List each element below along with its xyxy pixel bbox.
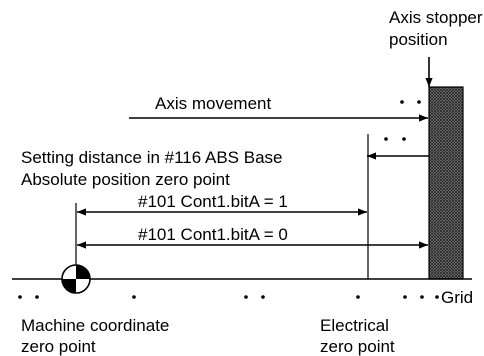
setting-distance-label: Setting distance in #116 ABS Base — [21, 148, 282, 167]
abs-zero-point-label: Absolute position zero point — [21, 170, 230, 189]
electrical-zero-label-line2: zero point — [320, 337, 395, 356]
movement-dots — [384, 100, 421, 141]
dimension-bitA-1-label: #101 Cont1.bitA = 1 — [138, 192, 288, 211]
electrical-zero-label: Electrical — [320, 316, 389, 335]
grid-dots — [18, 295, 424, 299]
axis-stopper-label-line2: position — [389, 30, 448, 49]
grid-bullet — [435, 295, 439, 299]
axis-stopper-label: Axis stopper — [389, 8, 483, 27]
grid-label: Grid — [441, 288, 473, 307]
machine-zero-label: Machine coordinate — [21, 316, 169, 335]
axis-movement-label: Axis movement — [155, 94, 271, 113]
machine-zero-label-line2: zero point — [21, 337, 96, 356]
dimension-bitA-0-label: #101 Cont1.bitA = 0 — [138, 225, 288, 244]
axis-stopper-block — [428, 86, 464, 280]
machine-zero-symbol — [61, 264, 91, 294]
